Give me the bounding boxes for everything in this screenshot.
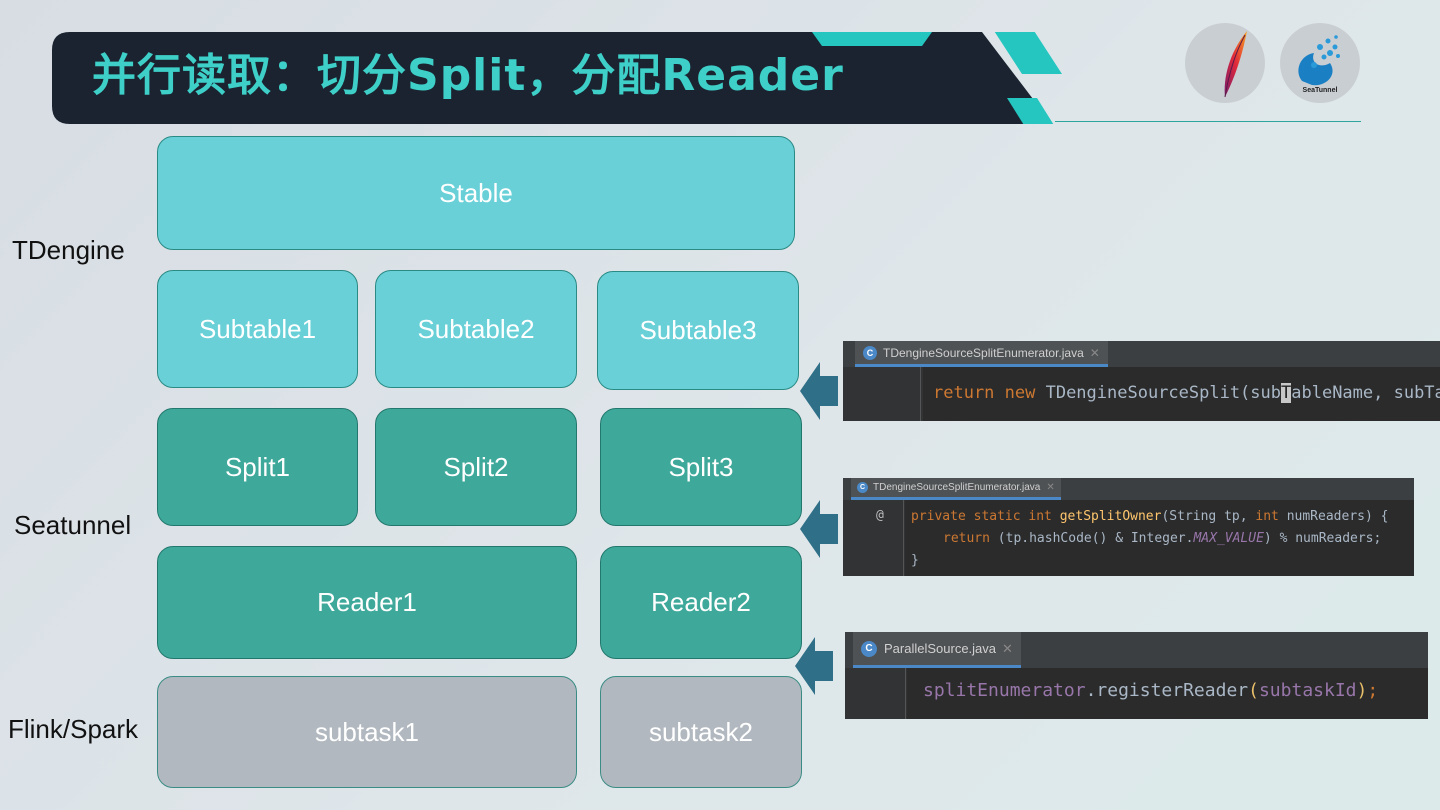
editor-gutter xyxy=(843,500,905,576)
code-line: } xyxy=(911,553,919,568)
title-underline xyxy=(1055,121,1361,122)
subtask2-box: subtask2 xyxy=(600,676,802,788)
subtable3-box: Subtable3 xyxy=(597,271,799,390)
reader2-box: Reader2 xyxy=(600,546,802,659)
close-icon[interactable]: ✕ xyxy=(1089,345,1100,360)
class-file-icon: C xyxy=(861,640,877,657)
split3-box: Split3 xyxy=(600,408,802,526)
editor-gutter xyxy=(843,367,923,421)
subtable1-box: Subtable1 xyxy=(157,270,358,388)
seatunnel-logo-text: SeaTunnel xyxy=(1303,87,1338,94)
split1-box: Split1 xyxy=(157,408,358,526)
code-line: return new TDengineSourceSplit(subTableN… xyxy=(933,383,1440,403)
editor-gutter xyxy=(845,668,907,719)
editor-tab[interactable]: C TDengineSourceSplitEnumerator.java ✕ xyxy=(855,341,1108,367)
label-flink-spark: Flink/Spark xyxy=(8,714,139,744)
title-banner-shape xyxy=(52,32,1062,124)
editor-tab-label: ParallelSource.java xyxy=(884,641,997,656)
label-seatunnel: Seatunnel xyxy=(14,510,132,540)
apache-feather-logo xyxy=(1185,23,1265,103)
stable-box: Stable xyxy=(157,136,795,250)
title-banner xyxy=(52,32,1062,124)
editor-tab[interactable]: C TDengineSourceSplitEnumerator.java ✕ xyxy=(851,478,1061,500)
split2-box: Split2 xyxy=(375,408,577,526)
arrow-left-icon xyxy=(795,637,833,695)
editor-tab[interactable]: C ParallelSource.java ✕ xyxy=(853,632,1021,668)
text-cursor: T xyxy=(1281,383,1292,403)
feather-icon xyxy=(1224,31,1247,98)
code-panel-split-creation: C TDengineSourceSplitEnumerator.java ✕ r… xyxy=(843,341,1440,421)
editor-tab-label: TDengineSourceSplitEnumerator.java xyxy=(873,482,1041,493)
editor-tab-bar: C TDengineSourceSplitEnumerator.java ✕ xyxy=(843,478,1414,500)
subtask1-box: subtask1 xyxy=(157,676,577,788)
seatunnel-logo: SeaTunnel xyxy=(1280,23,1360,103)
label-tdengine: TDengine xyxy=(12,235,125,265)
reader1-box: Reader1 xyxy=(157,546,577,659)
editor-tab-label: TDengineSourceSplitEnumerator.java xyxy=(883,345,1084,360)
close-icon[interactable]: ✕ xyxy=(1046,482,1055,493)
class-file-icon: C xyxy=(863,345,877,360)
editor-tab-bar: C ParallelSource.java ✕ xyxy=(845,632,1428,668)
code-line: return (tp.hashCode() & Integer.MAX_VALU… xyxy=(943,531,1382,546)
page-title: 并行读取：切分Split，分配Reader xyxy=(92,50,844,101)
class-file-icon: C xyxy=(857,482,868,493)
close-icon[interactable]: ✕ xyxy=(1002,640,1013,656)
code-line: private static int getSplitOwner(String … xyxy=(911,509,1389,524)
editor-tab-bar: C TDengineSourceSplitEnumerator.java ✕ xyxy=(843,341,1440,367)
arrow-left-icon xyxy=(800,500,838,558)
arrow-left-icon xyxy=(800,362,838,420)
code-panel-split-owner: C TDengineSourceSplitEnumerator.java ✕ @… xyxy=(843,478,1414,576)
subtable2-box: Subtable2 xyxy=(375,270,577,388)
seatunnel-icon: SeaTunnel xyxy=(1298,35,1340,94)
code-line: splitEnumerator.registerReader(subtaskId… xyxy=(923,680,1379,701)
override-mark: @ xyxy=(876,508,884,523)
code-panel-register-reader: C ParallelSource.java ✕ splitEnumerator.… xyxy=(845,632,1428,719)
